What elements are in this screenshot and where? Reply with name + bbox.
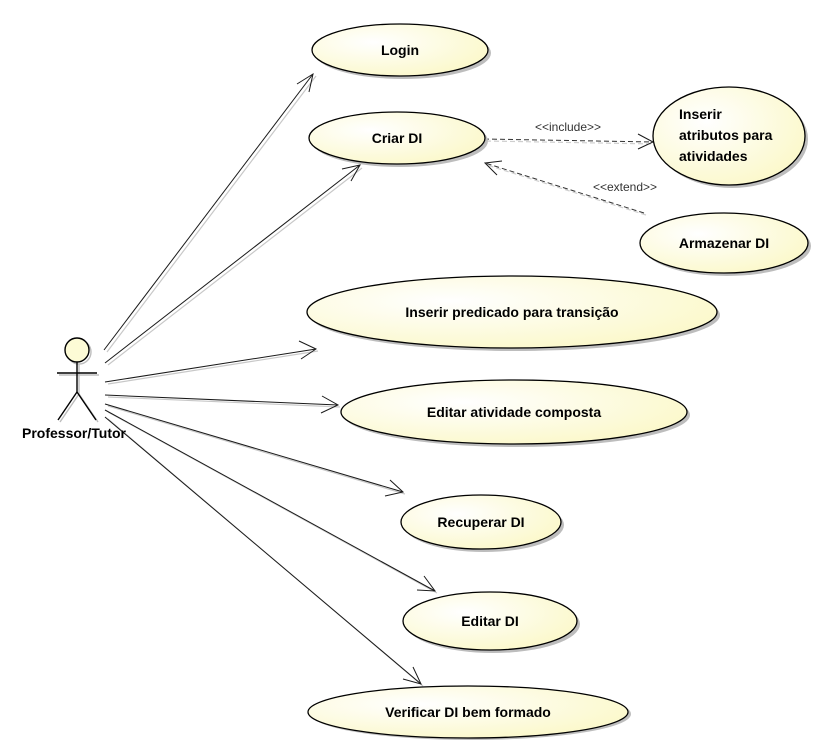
- usecase-criar-di-label: Criar DI: [372, 130, 423, 146]
- usecase-login[interactable]: Login: [311, 23, 491, 79]
- usecase-verificar-di-label: Verificar DI bem formado: [385, 704, 551, 720]
- usecase-editar-atividade[interactable]: Editar atividade composta: [340, 379, 690, 447]
- associations: [103, 72, 438, 687]
- include-dependency[interactable]: [483, 138, 654, 143]
- include-stereotype: <<include>>: [535, 120, 601, 134]
- usecase-inserir-atributos-line1: Inserir: [679, 106, 722, 122]
- usecase-login-label: Login: [381, 42, 419, 58]
- association-recuperar-di[interactable]: [104, 403, 404, 493]
- usecase-editar-di[interactable]: Editar DI: [402, 591, 580, 653]
- usecase-editar-atividade-label: Editar atividade composta: [427, 404, 601, 420]
- usecase-inserir-atributos-line2: atributos para: [679, 127, 773, 143]
- actor-label: Professor/Tutor: [22, 425, 127, 441]
- usecase-recuperar-di-label: Recuperar DI: [437, 514, 524, 530]
- usecase-inserir-predicado-label: Inserir predicado para transição: [405, 304, 618, 320]
- usecase-recuperar-di[interactable]: Recuperar DI: [400, 494, 564, 552]
- usecase-inserir-atributos[interactable]: Inserir atributos para atividades: [652, 86, 808, 188]
- usecase-verificar-di[interactable]: Verificar DI bem formado: [307, 685, 631, 740]
- usecase-criar-di[interactable]: Criar DI: [308, 111, 488, 167]
- association-criar-di[interactable]: [104, 164, 361, 364]
- usecase-armazenar-di-label: Armazenar DI: [679, 235, 769, 251]
- association-editar-atividade[interactable]: [104, 394, 339, 406]
- use-cases: Login Criar DI Inserir atributos para at…: [306, 23, 811, 740]
- usecase-editar-di-label: Editar DI: [461, 613, 519, 629]
- association-editar-di[interactable]: [104, 409, 436, 592]
- usecase-armazenar-di[interactable]: Armazenar DI: [639, 212, 811, 276]
- usecase-inserir-atributos-line3: atividades: [679, 148, 748, 164]
- association-login[interactable]: [103, 73, 314, 351]
- association-inserir-predicado[interactable]: [104, 348, 317, 383]
- extend-stereotype: <<extend>>: [593, 180, 657, 194]
- dependencies: <<include>> <<extend>>: [483, 120, 657, 216]
- association-verificar-di[interactable]: [104, 416, 422, 685]
- usecase-inserir-predicado[interactable]: Inserir predicado para transição: [306, 275, 720, 351]
- actor-professor-tutor[interactable]: Professor/Tutor: [22, 337, 127, 441]
- extend-dependency[interactable]: [484, 162, 645, 214]
